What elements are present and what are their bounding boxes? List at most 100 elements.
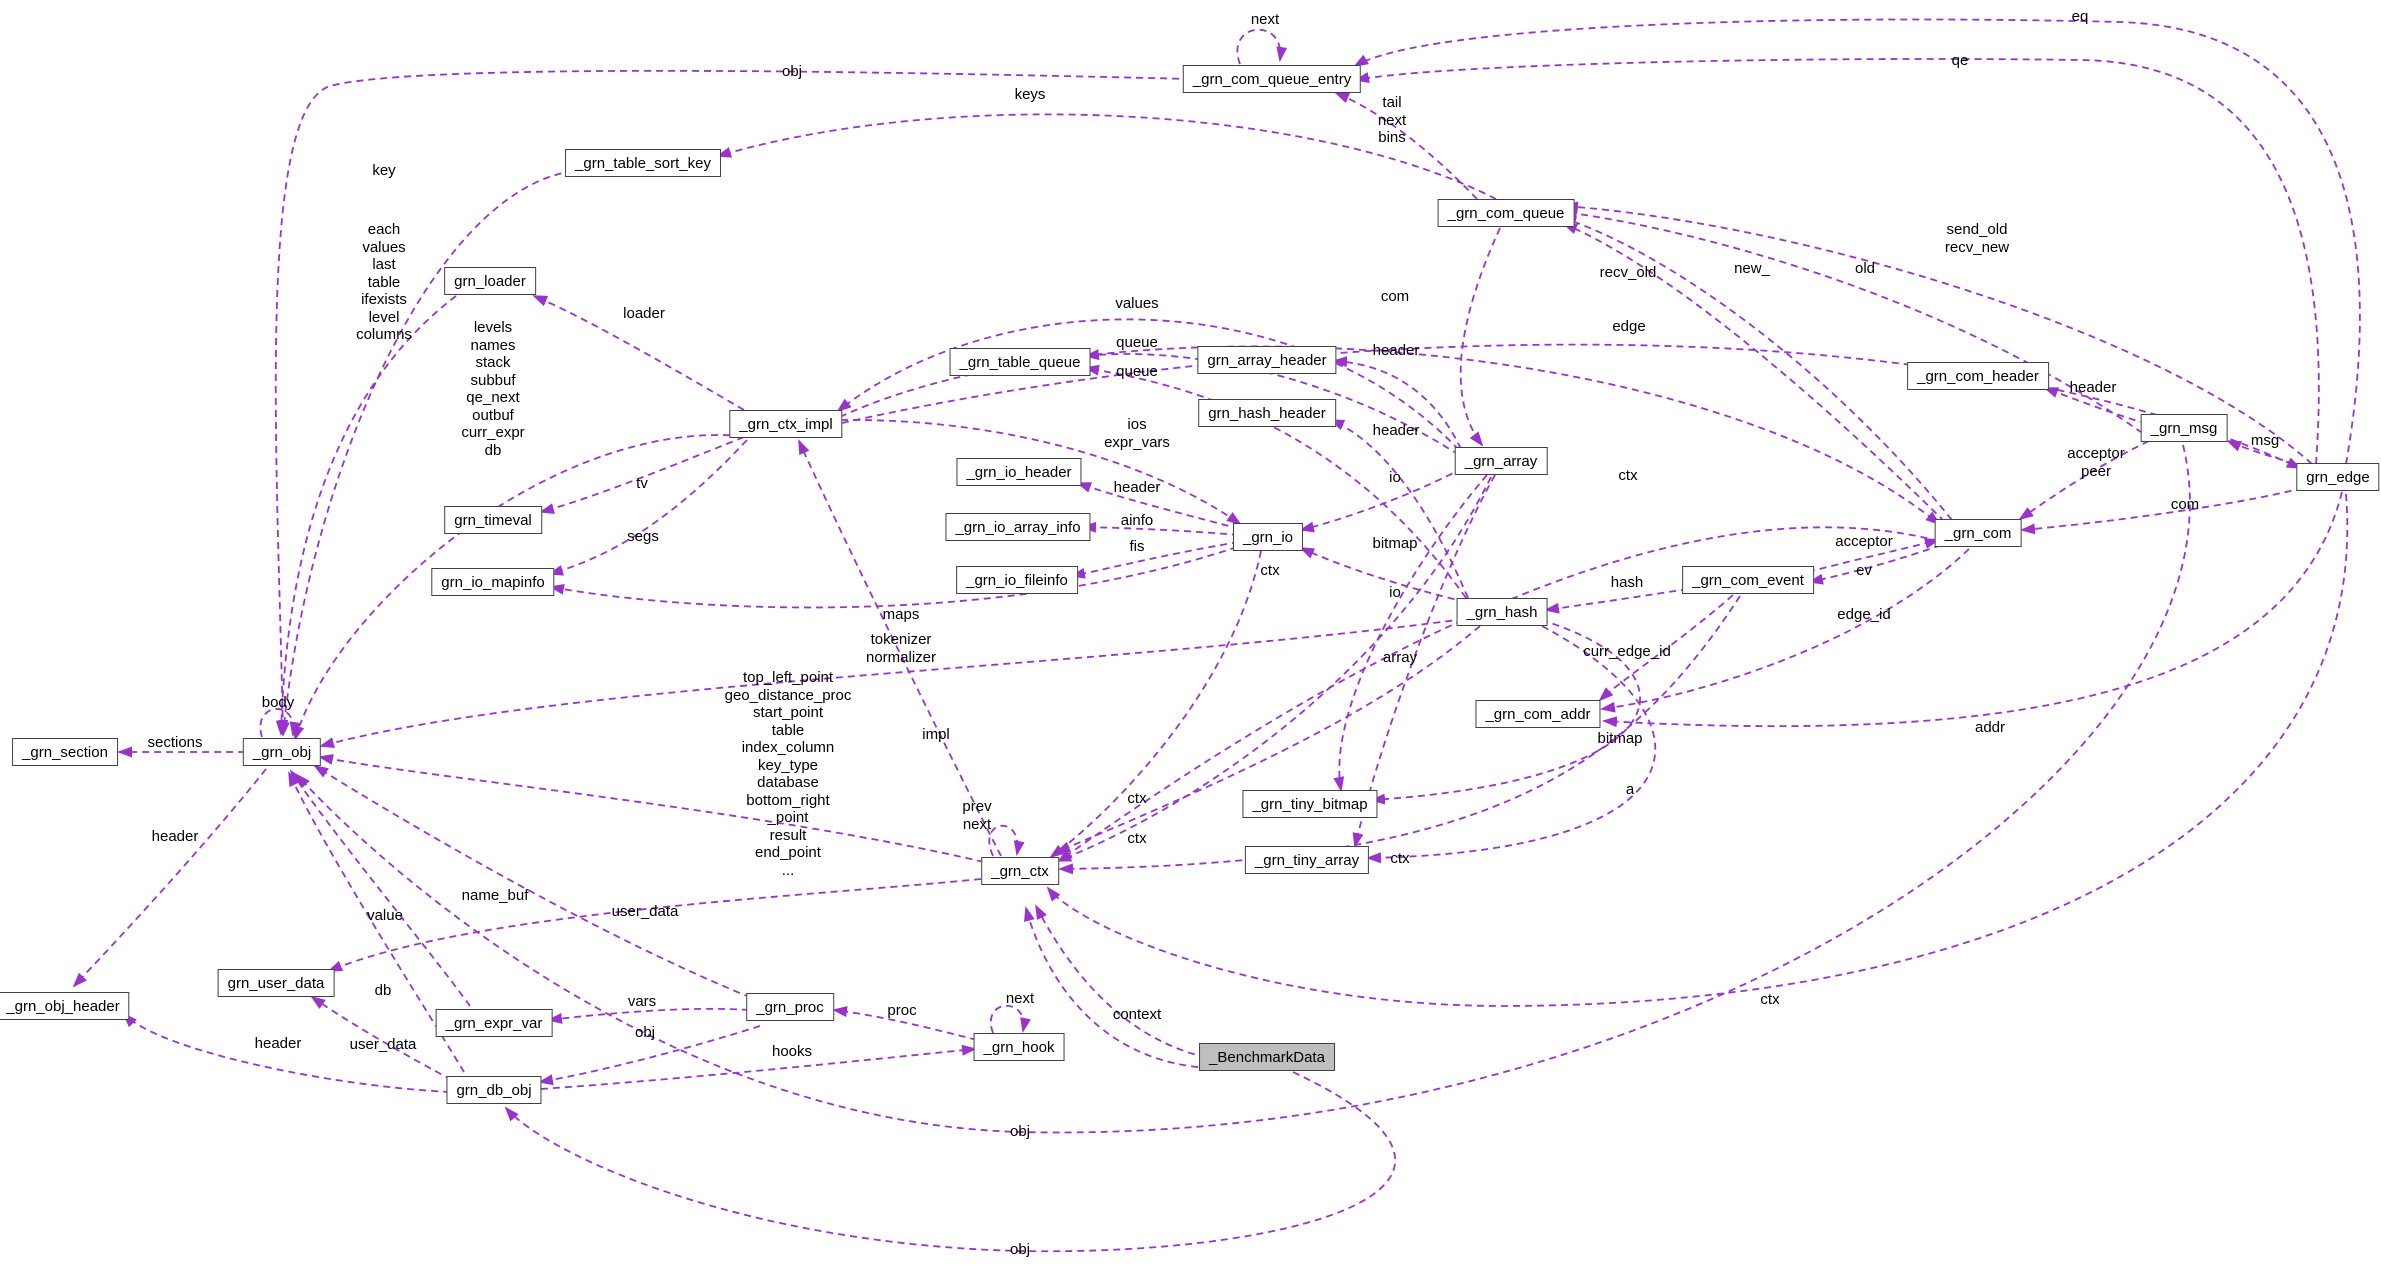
struct-node-label: _grn_table_sort_key: [575, 155, 711, 172]
struct-node-label: _grn_expr_var: [445, 1015, 543, 1032]
struct-node-grn-io[interactable]: _grn_io: [1232, 523, 1304, 551]
relation-edge: [539, 436, 745, 514]
struct-node-label: grn_edge: [2306, 469, 2370, 486]
struct-node-grn-ctx[interactable]: _grn_ctx: [981, 857, 1059, 885]
edge-label: obj: [1009, 1123, 1031, 1140]
relation-edge: [2018, 440, 2150, 521]
relation-edge: [72, 768, 267, 988]
struct-node-grn-ctx-impl[interactable]: _grn_ctx_impl: [729, 410, 843, 438]
edge-label: key: [372, 162, 396, 179]
struct-node-label: _grn_tiny_bitmap: [1252, 796, 1368, 813]
relation-edge: [839, 345, 1941, 526]
struct-node-grn-section[interactable]: _grn_section: [12, 738, 118, 766]
struct-node-label: _grn_hook: [983, 1039, 1055, 1056]
struct-node-label: _BenchmarkData: [1209, 1049, 1325, 1066]
struct-node-label: _grn_ctx_impl: [739, 416, 833, 433]
edge-label: tv: [636, 475, 648, 492]
struct-node-grn-com-addr[interactable]: _grn_com_addr: [1475, 700, 1601, 728]
edge-label: name_buf: [461, 887, 529, 904]
struct-node-grn-timeval[interactable]: grn_timeval: [444, 506, 542, 534]
relation-edge: [310, 995, 453, 1081]
edge-label: tokenizer normalizer: [865, 631, 937, 666]
struct-node-grn-obj[interactable]: _grn_obj: [242, 738, 322, 766]
relation-edge: [1236, 28, 1288, 65]
edge-label: ainfo: [1120, 512, 1154, 529]
relation-edge: [319, 618, 1465, 748]
struct-node-grn-table-queue[interactable]: _grn_table_queue: [949, 348, 1091, 376]
relation-edge: [1035, 904, 1219, 1061]
relation-edge: [1600, 548, 1970, 713]
struct-node-grn-hash[interactable]: _grn_hash: [1456, 598, 1548, 626]
edge-label: hash: [1610, 574, 1644, 591]
struct-node-label: grn_io_mapinfo: [441, 574, 545, 591]
struct-node-label: _grn_com: [1944, 525, 2012, 542]
edge-label: user_data: [349, 1036, 417, 1053]
struct-node-grn-tiny-bitmap[interactable]: _grn_tiny_bitmap: [1242, 790, 1378, 818]
struct-node-label: grn_timeval: [454, 512, 532, 529]
struct-node-label: _grn_io_fileinfo: [966, 572, 1068, 589]
struct-node-grn-com-queue[interactable]: _grn_com_queue: [1437, 199, 1575, 227]
struct-node-label: _grn_obj_header: [6, 998, 120, 1015]
struct-node-grn-obj-header[interactable]: _grn_obj_header: [0, 992, 130, 1020]
struct-node-grn-table-sort-key[interactable]: _grn_table_sort_key: [565, 149, 721, 177]
struct-node-label: _grn_msg: [2150, 420, 2218, 437]
edge-label: value: [367, 907, 403, 924]
struct-node-grn-io-header[interactable]: _grn_io_header: [956, 458, 1082, 486]
struct-node-grn-com[interactable]: _grn_com: [1934, 519, 2022, 547]
relation-edge: [1081, 521, 1240, 536]
struct-node-grn-io-fileinfo[interactable]: _grn_io_fileinfo: [956, 566, 1078, 594]
edge-label: obj: [781, 63, 803, 80]
struct-node-grn-io-mapinfo[interactable]: grn_io_mapinfo: [431, 568, 555, 596]
relation-edge: [1329, 419, 1469, 599]
struct-node-label: _grn_obj: [252, 744, 312, 761]
relation-edge: [259, 708, 301, 738]
struct-node-grn-com-queue-entry[interactable]: _grn_com_queue_entry: [1182, 65, 1362, 93]
edge-label: sections: [147, 734, 203, 751]
edge-label: obj: [1009, 1241, 1031, 1258]
struct-node-grn-io-array-info[interactable]: _grn_io_array_info: [945, 513, 1091, 541]
struct-node-grn-com-header[interactable]: _grn_com_header: [1907, 362, 2049, 390]
struct-node-grn-array[interactable]: _grn_array: [1454, 447, 1548, 475]
edge-label: fis: [1129, 538, 1145, 555]
struct-node-grn-db-obj[interactable]: grn_db_obj: [446, 1076, 542, 1104]
relation-edge: [832, 1006, 978, 1041]
relation-edge: [289, 769, 471, 1007]
relation-edge: [1046, 493, 2349, 1007]
relation-edge: [313, 764, 763, 1003]
struct-node-label: _grn_section: [22, 744, 108, 761]
edge-label: old: [1854, 260, 1876, 277]
struct-node-grn-hook[interactable]: _grn_hook: [973, 1033, 1065, 1061]
struct-node-grn-edge[interactable]: grn_edge: [2296, 463, 2380, 491]
struct-node-label: _grn_com_addr: [1485, 706, 1591, 723]
struct-node-label: _grn_table_queue: [959, 354, 1081, 371]
edge-label: array: [1382, 649, 1418, 666]
struct-node-grn-com-event[interactable]: _grn_com_event: [1682, 566, 1814, 594]
struct-node-grn-array-header[interactable]: grn_array_header: [1197, 346, 1337, 374]
struct-node-grn-loader[interactable]: grn_loader: [444, 267, 536, 295]
edge-label: vars: [627, 993, 657, 1010]
struct-node-grn-expr-var[interactable]: _grn_expr_var: [435, 1009, 553, 1037]
relation-edge: [318, 754, 985, 863]
edge-label: each values last table ifexists level co…: [356, 221, 412, 343]
struct-node-grn-proc[interactable]: _grn_proc: [746, 993, 834, 1021]
struct-node-label: grn_array_header: [1207, 352, 1327, 369]
struct-node-grn-tiny-array[interactable]: _grn_tiny_array: [1244, 846, 1370, 874]
relation-edge: [1354, 58, 2320, 465]
struct-node-benchmark-data[interactable]: _BenchmarkData: [1199, 1043, 1335, 1071]
struct-node-grn-user-data[interactable]: grn_user_data: [217, 969, 335, 997]
struct-node-label: _grn_com_event: [1692, 572, 1804, 589]
relation-edge: [1602, 491, 2343, 728]
relation-edge: [1598, 594, 1734, 702]
relation-edge: [1366, 625, 1656, 864]
edge-label: curr_edge_id: [1583, 643, 1671, 660]
struct-node-grn-hash-header[interactable]: grn_hash_header: [1198, 399, 1336, 427]
edge-label: header: [1372, 422, 1420, 439]
struct-node-grn-msg[interactable]: _grn_msg: [2140, 414, 2228, 442]
relation-edge: [1544, 588, 1689, 614]
edge-label: maps: [882, 606, 920, 623]
struct-node-label: grn_user_data: [227, 975, 325, 992]
edge-label: header: [2069, 379, 2117, 396]
edge-label: levels names stack subbuf qe_next outbuf…: [461, 319, 525, 459]
edge-label: header: [1372, 342, 1420, 359]
relation-edge: [1562, 208, 2153, 441]
